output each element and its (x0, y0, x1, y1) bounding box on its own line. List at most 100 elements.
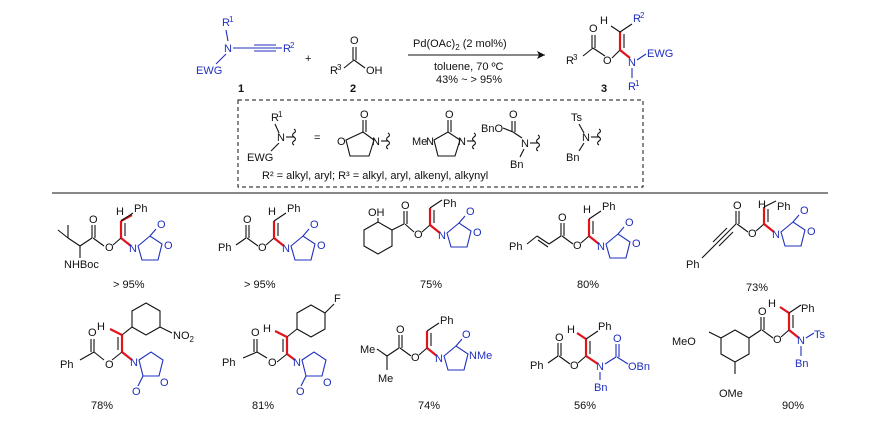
reaction-arrow-conditions: Pd(OAc)2 (2 mol%) toluene, 70 ºC 43% ~ >… (408, 38, 545, 86)
p4-co: O (558, 212, 567, 224)
box-bno: BnO (481, 123, 503, 135)
p3-r2: R (633, 13, 641, 25)
p4-yield: 80% (577, 279, 599, 291)
p6-ph: Ph (60, 359, 73, 371)
box-equals: = (314, 132, 320, 144)
p3s-o: O (414, 229, 423, 241)
p8-co: O (396, 324, 405, 336)
p10-bn: Bn (795, 358, 808, 370)
p3s-ring-co: O (466, 206, 475, 218)
p10-meo: MeO (672, 336, 696, 348)
p9-ph2: Ph (598, 321, 611, 333)
p3-r3: R (566, 55, 574, 67)
p10-yield: 90% (782, 400, 804, 412)
p5-h: H (758, 199, 766, 211)
product-5: Ph O O H Ph N O O 73% (686, 199, 816, 294)
ynamide-n: N (224, 43, 232, 55)
r2-label: R (283, 43, 291, 55)
p2-ring-co: O (310, 219, 319, 231)
r2-sup: 2 (290, 41, 295, 50)
box-imid-me: Me (412, 136, 427, 148)
p7-n: N (293, 357, 301, 369)
product-6: NO2 H O Ph O N O O 78% (60, 302, 195, 412)
product-8: Me Me O O Ph N O NMe 74% (360, 315, 492, 412)
p1-ph: Ph (134, 203, 147, 215)
box-oxaz-co: O (360, 109, 369, 121)
box-oxaz-o: O (337, 136, 346, 148)
p2-o: O (258, 242, 267, 254)
p1-co: O (89, 214, 98, 226)
p9-co: O (555, 332, 564, 344)
r1-label: R (222, 17, 230, 29)
p6-n: N (130, 357, 138, 369)
p10-o: O (773, 334, 782, 346)
p9-bn: Bn (594, 382, 607, 394)
p4-o: O (573, 240, 582, 252)
p3-n: N (628, 57, 636, 69)
p2-ph2: Ph (287, 203, 300, 215)
catalyst-text: Pd(OAc)2 (2 mol%) (413, 38, 507, 52)
box-imid-co: O (445, 109, 454, 121)
product-3: O R 3 O H R 2 N EWG R 1 3 (566, 11, 673, 95)
p4-ring-o: O (632, 238, 641, 250)
compound-3-label: 3 (601, 83, 607, 95)
p1-n: N (129, 243, 137, 255)
p7-ring-co: O (296, 386, 305, 398)
ewg-definition-box: R 1 N EWG = O O N Me N O N O BnO N (237, 99, 644, 188)
p6-ring-co: O (132, 386, 141, 398)
box-cbz-bn: Bn (510, 159, 523, 171)
p3-ewg: EWG (647, 48, 673, 60)
p10-co: O (758, 306, 767, 318)
p7-ph: Ph (222, 357, 235, 369)
p5-yield: 73% (746, 282, 768, 294)
compound-2-label: 2 (350, 83, 356, 95)
box-n: N (277, 132, 285, 144)
r3-sup: 3 (337, 63, 342, 72)
box-r1-sup: 1 (278, 110, 283, 119)
p3-h: H (600, 15, 608, 27)
p2-ring-o: O (317, 240, 326, 252)
r1-sup: 1 (229, 15, 234, 24)
p8-me1: Me (360, 344, 375, 356)
p7-f: F (334, 293, 341, 305)
box-ts-n: N (582, 132, 590, 144)
p1-ring-o: O (164, 240, 173, 252)
p1-yield: > 95% (113, 279, 145, 291)
p3s-yield: 75% (420, 279, 442, 291)
product-9: Ph O O H Ph N Bn O OBn 56% (530, 321, 650, 412)
p9-ph: Ph (530, 360, 543, 372)
p9-cbz-co: O (613, 333, 622, 345)
p5-co: O (733, 200, 742, 212)
p3-carbonyl-o: O (589, 23, 598, 35)
compound-1-label: 1 (238, 83, 244, 95)
r3-label: R (330, 65, 338, 77)
p10-n: N (797, 335, 805, 347)
box-imid-n2: N (458, 136, 466, 148)
p2-h: H (268, 206, 276, 218)
p3-r2-sup: 2 (640, 11, 645, 20)
p8-ph: Ph (440, 315, 453, 327)
box-oxaz-n: N (372, 136, 380, 148)
acid-oh: OH (366, 65, 383, 77)
p10-ph: Ph (801, 303, 814, 315)
p8-nme: NMe (469, 350, 492, 362)
plus-sign: + (305, 53, 311, 65)
p4-h: H (583, 204, 591, 216)
p3s-co: O (401, 200, 410, 212)
p8-n: N (435, 353, 443, 365)
p9-obn: OBn (628, 361, 650, 373)
acid-carbonyl-o: O (350, 35, 359, 47)
p5-ph: Ph (686, 259, 699, 271)
p6-yield: 78% (91, 400, 113, 412)
p5-ph2: Ph (777, 201, 790, 213)
ewg-label: EWG (196, 65, 222, 77)
product-1: NHBoc O O H Ph N O O > 95% (57, 203, 173, 291)
product-4: Ph O O H Ph N O O 80% (509, 201, 641, 291)
box-cbz-n: N (521, 138, 529, 150)
product-3-salicylate: OH O O Ph N O O 75% (363, 198, 482, 291)
p3s-ring-o: O (473, 227, 482, 239)
p9-o: O (570, 360, 579, 372)
product-7: F H O Ph O N O O 81% (222, 293, 341, 412)
p4-ph: Ph (509, 241, 522, 253)
